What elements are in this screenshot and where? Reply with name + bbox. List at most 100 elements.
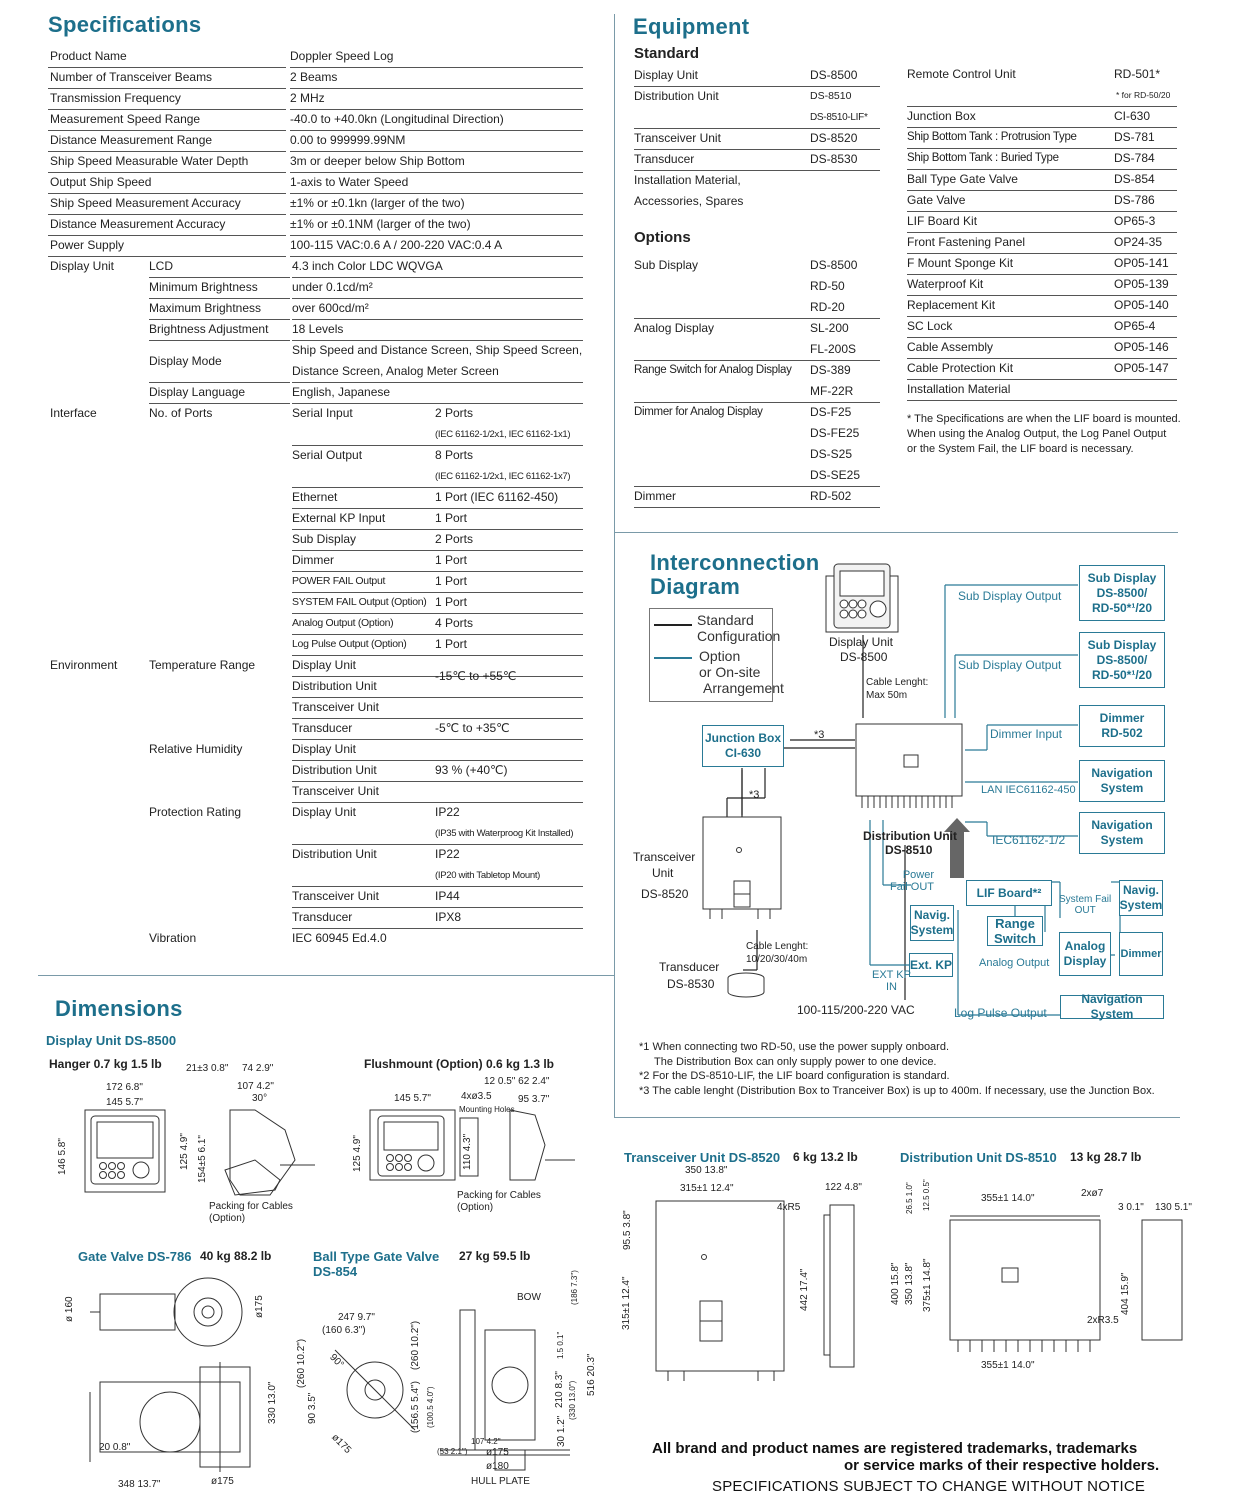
spec-label: Distribution Unit xyxy=(292,676,583,698)
spec-value: 2 Beams xyxy=(290,67,583,89)
cable-length-2b: 10/20/30/40m xyxy=(746,954,808,965)
equipment-name: LIF Board Kit xyxy=(907,211,1177,233)
equipment-model: DS-786 xyxy=(1114,193,1155,207)
equipment-name: Accessories, Spares xyxy=(634,194,744,208)
spec-label: Ethernet xyxy=(292,487,435,509)
dimension-label: ø175 xyxy=(486,1447,509,1458)
legend-box xyxy=(649,608,773,702)
option-model: RD-20 xyxy=(810,300,845,314)
distribution-unit-label: Distribution Unit xyxy=(863,829,957,843)
diagram-title-line2: Diagram xyxy=(650,574,741,599)
dimmer-box-2: Dimmer xyxy=(1119,932,1163,976)
dimension-label: 90 3.5" xyxy=(307,1392,318,1424)
spec-value: 93 % (+40℃) xyxy=(435,763,508,777)
spec-label: Transceiver Unit xyxy=(292,886,435,908)
dimension-label: (186 7.3") xyxy=(570,1270,579,1305)
standard-title: Standard xyxy=(634,45,700,62)
equipment-footnote-2: When using the Analog Output, the Log Pa… xyxy=(907,428,1167,440)
equipment-model: DS-784 xyxy=(1114,151,1155,165)
spec-label: POWER FAIL Output xyxy=(292,571,435,593)
dimension-label: 130 5.1" xyxy=(1155,1202,1192,1213)
equipment-name: Front Fastening Panel xyxy=(907,232,1177,254)
dimension-label: 350 13.8" xyxy=(685,1165,728,1176)
transceiver-dim-drawing xyxy=(655,1200,855,1381)
option-name: Analog Display xyxy=(634,318,880,361)
spec-label: Transmission Frequency xyxy=(48,88,286,110)
iec-label: IEC61162-1/2 xyxy=(992,833,1066,847)
packing-label: (Option) xyxy=(457,1202,494,1213)
equipment-footnote-1: * The Specifications are when the LIF bo… xyxy=(907,413,1181,425)
dimension-label: ø 160 xyxy=(64,1296,75,1322)
spec-value: ±1% or ±0.1NM (larger of the two) xyxy=(290,214,583,236)
equipment-model: DS-8520 xyxy=(810,131,858,145)
gate-valve-title: Gate Valve DS-786 xyxy=(78,1249,192,1264)
flushmount-weight: Flushmount (Option) 0.6 kg 1.3 lb xyxy=(364,1057,555,1071)
log-pulse-output-label: Log Pulse Output xyxy=(954,1006,1047,1020)
spec-label: Transceiver Unit xyxy=(292,697,583,719)
diagram-note-2: *2 For the DS-8510-LIF, the LIF board co… xyxy=(639,1070,950,1082)
spec-value: 8 Ports xyxy=(435,448,474,462)
equipment-model: DS-8530 xyxy=(810,152,858,166)
spec-sublabel: No. of Ports xyxy=(149,406,213,420)
spec-value: 3m or deeper below Ship Bottom xyxy=(290,151,583,173)
diagram-note-1b: The Distribution Box can only supply pow… xyxy=(654,1056,937,1068)
dimension-label: 4xø3.5 xyxy=(461,1091,492,1102)
dimension-label: (156.5 5.4") xyxy=(410,1381,421,1433)
dimension-label: 110 4.3" xyxy=(462,1133,473,1170)
dimension-label: 375±1 14.8" xyxy=(922,1258,933,1312)
spec-label: Log Pulse Output (Option) xyxy=(292,634,435,656)
dimension-label: 404 15.9" xyxy=(1120,1272,1131,1315)
spec-group-label: Display Unit xyxy=(50,259,115,273)
dimension-label: 350 13.8" xyxy=(904,1262,915,1305)
dimension-label: 125 4.9" xyxy=(352,1135,363,1172)
spec-label: Power Supply xyxy=(48,235,286,257)
legend-standard-line xyxy=(654,624,692,626)
lif-board-box: LIF Board*² xyxy=(966,880,1052,906)
dimension-label: 355±1 14.0" xyxy=(981,1360,1035,1371)
dimension-label: 145 5.7" xyxy=(394,1093,431,1104)
option-model: FL-200S xyxy=(810,342,857,356)
dimension-label: 95 3.7" xyxy=(518,1094,550,1105)
specifications-notice: SPECIFICATIONS SUBJECT TO CHANGE WITHOUT… xyxy=(712,1478,1146,1495)
spec-sublabel: Relative Humidity xyxy=(149,742,243,756)
option-name: Range Switch for Analog Display xyxy=(634,360,880,403)
dimension-label: 30 1.2" xyxy=(556,1415,567,1447)
spec-value: -40.0 to +40.0kn (Longitudinal Direction… xyxy=(290,109,583,131)
equipment-name: SC Lock xyxy=(907,316,1177,338)
diagram-note-1: *1 When connecting two RD-50, use the po… xyxy=(639,1041,950,1053)
equipment-model: OP05-147 xyxy=(1114,361,1169,375)
spec-label: Output Ship Speed xyxy=(48,172,286,194)
spec-label: Display Language xyxy=(149,382,290,404)
spec-label: Display Mode xyxy=(149,340,290,383)
spec-sublabel: Vibration xyxy=(149,931,197,945)
transducer-icon xyxy=(727,972,765,998)
distribution-dim-weight: 13 kg 28.7 lb xyxy=(1070,1150,1142,1164)
spec-label: Brightness Adjustment xyxy=(149,319,290,341)
option-model: DS-S25 xyxy=(810,447,853,461)
distribution-dim-drawing xyxy=(949,1215,1183,1352)
spec-value: 2 Ports xyxy=(435,406,474,420)
equipment-note: * for RD-50/20 xyxy=(1116,90,1171,100)
spec-value: IP22 xyxy=(435,847,460,861)
distribution-unit-icon xyxy=(855,723,963,808)
spec-value: IPX8 xyxy=(435,907,583,929)
spec-value: 2 Ports xyxy=(435,529,583,551)
dimension-label: 20 0.8" xyxy=(99,1442,131,1453)
dimension-label: 172 6.8" xyxy=(106,1082,143,1093)
spec-value: -15℃ to +55℃ xyxy=(435,668,517,683)
spec-label: Maximum Brightness xyxy=(149,298,290,320)
option-model: MF-22R xyxy=(810,384,854,398)
equipment-model: DS-8500 xyxy=(810,68,858,82)
equipment-name: Installation Material, xyxy=(634,173,741,187)
spec-value: 1 Port xyxy=(435,592,583,614)
spec-value: 18 Levels xyxy=(292,319,583,341)
spec-value: Doppler Speed Log xyxy=(290,46,583,68)
transducer-label: Transducer xyxy=(659,960,720,974)
diagram-note-3: *3 The cable lenght (Distribution Box to… xyxy=(639,1085,1155,1097)
